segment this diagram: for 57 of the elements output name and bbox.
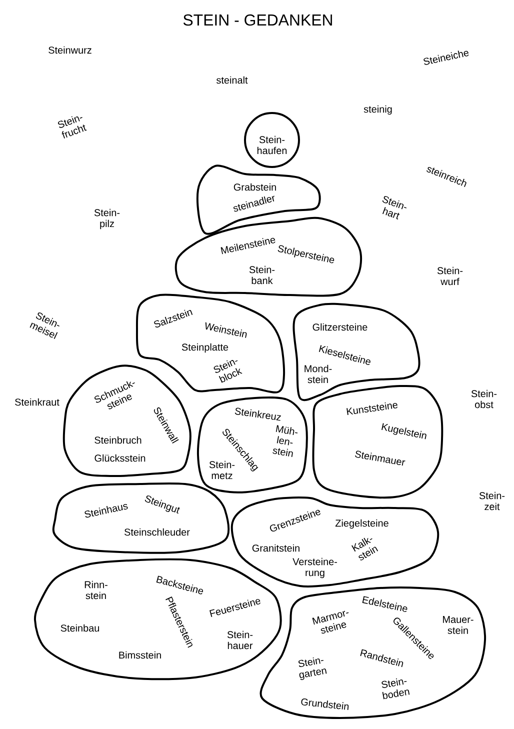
stone-word: Glitzersteine [312,323,368,331]
stone-shape [196,396,308,494]
stone-word: Weinstein [205,322,247,338]
title: STEIN - GEDANKEN [183,14,332,26]
stone-word: Marmor- steine [312,610,349,634]
stone-shape [196,164,321,235]
word-label: Stein- hart [382,196,406,220]
stone-word: Ziegelsteine [335,519,388,529]
stone-word: Grundstein [301,698,349,710]
stone-word: Bimsstein [119,651,161,659]
stone-word: Stein- boden [382,678,410,700]
stone-word: Müh- len- stein [272,425,298,457]
stone-shape [244,112,300,168]
stone-word: Meilensteine [220,238,276,254]
word-label: Steinwurz [48,46,92,54]
stone-word: steinadler [233,196,274,212]
word-label: Stein- pilz [94,208,120,230]
stone-word: Mauer- stein [443,616,474,634]
stone-word: Glücksstein [94,454,146,462]
stone-shape [230,496,440,588]
stone-word: Rinn- stein [84,580,108,600]
stone-word: Kalk- stein [352,538,378,560]
stone-word: Steinmauer [355,450,406,466]
stone-shape [52,482,230,554]
word-label: Stein- zeit [479,492,505,510]
stone-word: Stein- garten [298,657,327,680]
word-label: Steineiche [424,50,469,65]
stone-word: Stein- bank [249,266,275,284]
stone-shape [136,294,286,394]
word-label: Stein- meisel [30,312,60,339]
word-label: steinig [364,105,392,115]
stone-word: Steinbau [60,624,99,632]
stone-word: Steinhaus [84,504,128,518]
stone-word: Granitstein [252,544,300,552]
stone-shape [62,364,192,478]
stone-shape [260,586,486,719]
word-label: steinalt [216,76,248,84]
word-label: Stein- obst [471,390,497,408]
stone-word: Steinschleuder [124,528,190,536]
stone-word: Versteine- rung [292,558,337,578]
stone-word: Kunststeine [346,402,398,416]
stone-word: Steinbruch [94,436,142,444]
stone-shape [174,216,362,297]
stone-word: Stein- hauer [227,630,253,650]
stone-word: Stein- block [214,360,242,383]
stone-word: Steinplatte [182,343,228,353]
stone-word: Stein- haufen [257,136,287,154]
word-label: Stein- frucht [58,116,87,138]
stone-shape [34,558,282,680]
stone-shape [292,302,420,402]
stone-word: Grabstein [234,183,276,191]
stone-word: Steinkreuz [234,408,281,421]
stone-word: Edelsteine [362,596,408,612]
stone-word: Mond- stein [304,364,332,384]
stone-word: Kugelstein [382,423,426,440]
stone-shape [312,384,444,499]
word-label: Stein- wurf [437,266,463,286]
